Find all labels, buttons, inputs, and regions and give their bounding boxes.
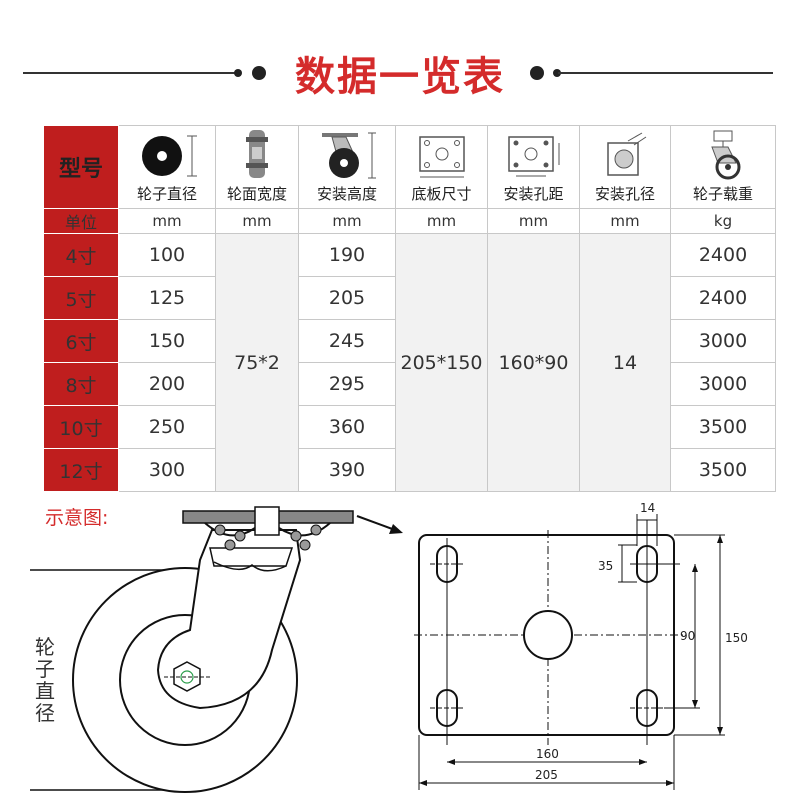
title-dot-right: [530, 66, 544, 80]
load-cell: 3000: [670, 319, 776, 363]
column-header: 安装孔径: [579, 125, 671, 209]
model-cell: 8寸: [43, 362, 119, 406]
axle-nut-drawing: [164, 661, 210, 692]
unit-cell: kg: [670, 208, 776, 234]
mounting-height-icon: [322, 132, 376, 179]
diameter-cell: 300: [118, 448, 216, 492]
model-cell: 5寸: [43, 276, 119, 320]
model-header: 型号: [43, 125, 119, 209]
column-label: 安装孔距: [503, 185, 564, 203]
column-label: 轮子载重: [692, 185, 753, 203]
table-row: 8寸 200 295 3000: [43, 362, 776, 406]
hole-diameter-cell: 14: [579, 233, 671, 492]
unit-row: 单位 mm mm mm mm mm mm kg: [43, 208, 776, 234]
dim-spacing-x: 160: [536, 747, 559, 761]
diameter-cell: 125: [118, 276, 216, 320]
load-cell: 3000: [670, 362, 776, 406]
column-header: 底板尺寸: [395, 125, 488, 209]
dimension-lines: [418, 514, 725, 790]
table-row: 5寸 125 205 2400: [43, 276, 776, 320]
column-header: 安装孔距: [487, 125, 580, 209]
title-dot-left: [252, 66, 266, 80]
column-label: 安装高度: [316, 185, 377, 203]
top-plate-drawing: [182, 506, 354, 551]
title-line-left: [23, 72, 238, 74]
model-cell: 4寸: [43, 233, 119, 277]
model-cell: 6寸: [43, 319, 119, 363]
unit-cell: mm: [395, 208, 488, 234]
load-cell: 3500: [670, 405, 776, 449]
dim-hole-diameter: 14: [640, 501, 655, 515]
height-cell: 390: [298, 448, 396, 492]
table-header-row: 型号 轮子直径 轮面宽度: [43, 125, 776, 209]
wheel-diameter-icon: [142, 135, 197, 177]
height-cell: 360: [298, 405, 396, 449]
diameter-cell: 200: [118, 362, 216, 406]
unit-cell: mm: [579, 208, 671, 234]
title-dot-small-right: [553, 69, 561, 77]
column-label: 轮面宽度: [226, 185, 287, 203]
plate-size-cell: 205*150: [395, 233, 488, 492]
load-cell: 2400: [670, 276, 776, 320]
arrow-icon: [356, 515, 403, 534]
table-row: 6寸 150 245 3000: [43, 319, 776, 363]
hole-diameter-icon: [607, 132, 647, 176]
dimension-arrows: [419, 535, 723, 786]
tread-width-cell: 75*2: [215, 233, 299, 492]
column-label: 底板尺寸: [411, 185, 472, 203]
unit-cell: mm: [118, 208, 216, 234]
height-cell: 295: [298, 362, 396, 406]
hole-spacing-cell: 160*90: [487, 233, 580, 492]
column-label: 安装孔径: [594, 185, 655, 203]
load-capacity-icon: [711, 130, 741, 180]
diameter-cell: 100: [118, 233, 216, 277]
height-cell: 190: [298, 233, 396, 277]
plate-drawing: [414, 520, 684, 745]
height-cell: 245: [298, 319, 396, 363]
column-header: 安装高度: [298, 125, 396, 209]
table-row: 10寸 250 360 3500: [43, 405, 776, 449]
column-header: 轮子直径: [118, 125, 216, 209]
title-dot-small-left: [234, 69, 242, 77]
dim-plate-width: 205: [535, 768, 558, 782]
fork-drawing: [156, 529, 302, 710]
model-cell: 10寸: [43, 405, 119, 449]
diameter-cell: 150: [118, 319, 216, 363]
wheel-diameter-label: 轮子直径: [35, 635, 55, 725]
load-cell: 3500: [670, 448, 776, 492]
unit-cell: mm: [298, 208, 396, 234]
load-cell: 2400: [670, 233, 776, 277]
column-header: 轮面宽度: [215, 125, 299, 209]
table-row: 4寸 100 75*2 190 205*150 160*90 14 2400: [43, 233, 776, 492]
title-line-right: [558, 72, 773, 74]
dim-plate-height: 150: [725, 631, 748, 645]
hole-spacing-icon: [507, 136, 559, 177]
column-label: 轮子直径: [136, 185, 197, 203]
unit-label: 单位: [43, 208, 119, 234]
plate-size-icon: [418, 136, 465, 178]
spec-table: 型号 轮子直径 轮面宽度: [43, 125, 776, 492]
dim-hole-offset: 35: [598, 559, 613, 573]
unit-cell: mm: [487, 208, 580, 234]
tread-width-icon: [246, 130, 268, 178]
model-cell: 12寸: [43, 448, 119, 492]
table-row: 12寸 300 390 3500: [43, 448, 776, 492]
height-cell: 205: [298, 276, 396, 320]
column-header: 轮子载重: [670, 125, 776, 209]
dim-spacing-y: 90: [680, 629, 695, 643]
caster-diagram: 14 35 90 150 160 205: [30, 501, 748, 793]
diameter-cell: 250: [118, 405, 216, 449]
unit-cell: mm: [215, 208, 299, 234]
diagram-caption: 示意图:: [45, 507, 109, 529]
page-title: 数据一览表: [295, 54, 505, 100]
